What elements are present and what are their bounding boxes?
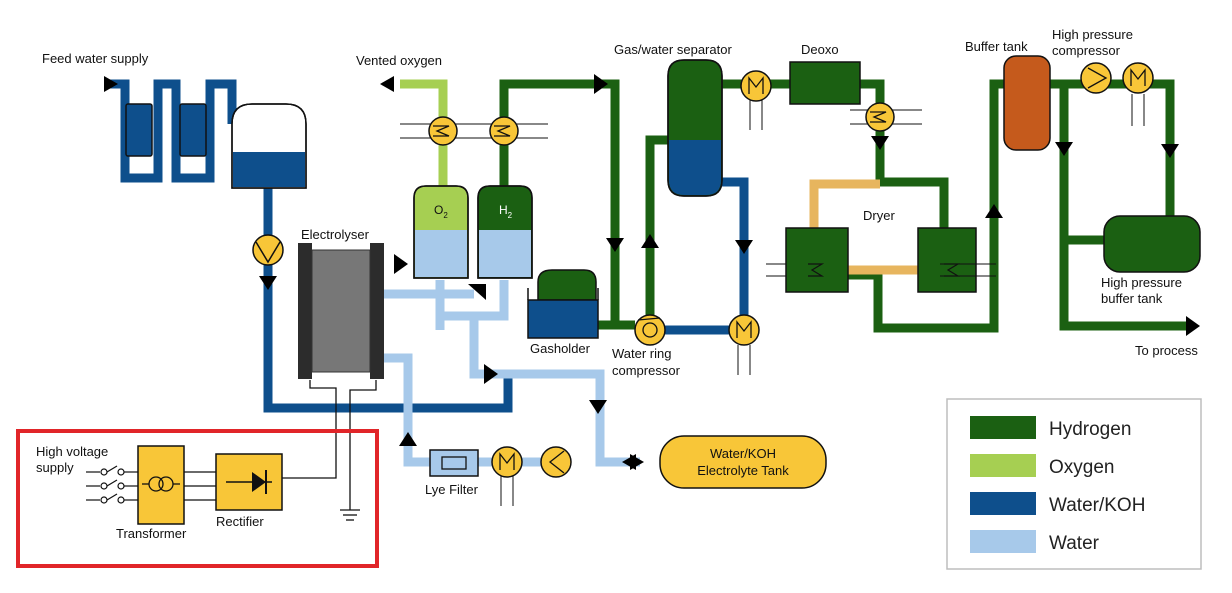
hp-motor-icon xyxy=(1122,62,1154,126)
legend-label-hydrogen: Hydrogen xyxy=(1049,419,1131,440)
dryer-right xyxy=(917,227,996,293)
buffer-tank-label: Buffer tank xyxy=(965,39,1028,54)
rectifier xyxy=(215,453,283,511)
hp-buffer-label-1: High pressure xyxy=(1101,275,1182,290)
electrolyser-label: Electrolyser xyxy=(301,227,370,242)
feed-pump-icon xyxy=(252,234,284,266)
switch-icons xyxy=(86,465,138,504)
hp-compressor-label-1: High pressure xyxy=(1052,27,1133,42)
h2-label: H2 xyxy=(499,203,513,220)
high-voltage-label-1: High voltage xyxy=(36,444,108,459)
gasholder xyxy=(527,269,599,339)
arrow-dryer-up xyxy=(985,204,1003,218)
hydrogen-compressor-up-pipe xyxy=(645,135,668,320)
arrow-h2-top xyxy=(594,74,608,94)
gas-water-separator xyxy=(667,59,723,197)
arrow-h2-down xyxy=(606,238,624,252)
dryer-connector-top-pipe xyxy=(809,179,880,228)
dryer-label: Dryer xyxy=(863,208,895,223)
arrow-koh-down xyxy=(735,240,753,254)
o2-cooler-icon xyxy=(400,116,486,146)
arrow-separator-corner xyxy=(468,284,486,300)
arrow-tank-right xyxy=(630,454,644,470)
deoxo-cooler-icon xyxy=(850,102,922,132)
hp-buffer-label-2: buffer tank xyxy=(1101,291,1163,306)
water-lye-return-pipe xyxy=(469,316,640,467)
high-voltage-label-2: supply xyxy=(36,460,74,475)
hydrogen-deoxo-down-pipe xyxy=(860,79,885,182)
buffer-tank xyxy=(1003,55,1051,151)
water-h2-drain-pipe xyxy=(440,280,509,321)
dryer-left xyxy=(766,227,849,293)
arrow-buffer-down xyxy=(1055,142,1073,156)
electrolyser xyxy=(298,243,384,379)
arrow-h2-out xyxy=(394,254,408,274)
transformer xyxy=(137,445,216,525)
feed-filter-1 xyxy=(125,103,153,157)
water-ring-compressor-icon xyxy=(634,314,666,346)
legend-swatch-oxygen xyxy=(970,454,1036,477)
electrolyte-tank xyxy=(659,435,827,489)
o2-separator xyxy=(413,185,469,279)
oxygen-vent-pipe xyxy=(400,79,448,190)
transformer-label: Transformer xyxy=(116,526,187,541)
arrow-lye-up xyxy=(399,432,417,446)
water-electrolyser-feed-pipe xyxy=(384,353,430,467)
water-ring-label-2: compressor xyxy=(612,363,681,378)
feed-water-pipe xyxy=(105,79,237,183)
legend-swatch-water-koh xyxy=(970,492,1036,515)
to-process-label: To process xyxy=(1135,343,1198,358)
lye-filter-label: Lye Filter xyxy=(425,482,479,497)
legend-swatch-hydrogen xyxy=(970,416,1036,439)
hydrogen-dryer-pipe xyxy=(880,177,949,228)
hydrogen-hp-buffer-pipe xyxy=(1059,84,1190,331)
legend-label-water: Water xyxy=(1049,533,1100,554)
h2-separator xyxy=(477,185,533,279)
hp-buffer-tank xyxy=(1103,215,1201,273)
arrow-deoxo-down xyxy=(871,136,889,150)
arrow-hp-down xyxy=(1161,144,1179,158)
h2-cooler-icon xyxy=(462,116,548,146)
legend-label-oxygen: Oxygen xyxy=(1049,457,1114,478)
feed-filter-2 xyxy=(179,103,207,157)
gas-water-separator-label: Gas/water separator xyxy=(614,42,732,57)
lye-pump-icon xyxy=(491,446,523,506)
hydrogen-dryer-loop-pipe xyxy=(848,79,1004,333)
gasholder-label: Gasholder xyxy=(530,341,591,356)
arrow-process xyxy=(1186,316,1200,336)
deoxo-motor-icon xyxy=(740,70,772,130)
deoxo-unit xyxy=(789,61,861,105)
feed-water-label: Feed water supply xyxy=(42,51,149,66)
water-ring-label-1: Water ring xyxy=(612,346,671,361)
legend-label-water-koh: Water/KOH xyxy=(1049,495,1145,516)
hp-compressor-label-2: compressor xyxy=(1052,43,1121,58)
legend: Hydrogen Oxygen Water/KOH Water xyxy=(946,398,1202,570)
flow-arrows xyxy=(104,74,1200,470)
o2-label: O2 xyxy=(434,203,448,220)
arrow-feed xyxy=(104,76,118,92)
arrow-water-down xyxy=(589,400,607,414)
arrow-vent xyxy=(380,76,394,92)
rectifier-label: Rectifier xyxy=(216,514,264,529)
arrow-electrolyser-in xyxy=(259,276,277,290)
legend-swatch-water xyxy=(970,530,1036,553)
water-koh-return-pipe xyxy=(263,188,513,413)
electrolyte-tank-label-2: Electrolyte Tank xyxy=(697,463,789,478)
lye-filter xyxy=(429,449,479,477)
power-supply-frame xyxy=(16,429,379,568)
deoxo-label: Deoxo xyxy=(801,42,839,57)
vented-oxygen-label: Vented oxygen xyxy=(356,53,442,68)
electrolyte-tank-label-1: Water/KOH xyxy=(710,446,776,461)
separator-koh-pipe xyxy=(655,177,749,335)
arrow-compressor-up xyxy=(641,234,659,248)
arrow-water-in xyxy=(484,364,498,384)
hp-compressor-icon xyxy=(1080,62,1112,94)
lye-circulation-pump-icon xyxy=(540,446,572,478)
separator-pump-icon xyxy=(728,314,760,375)
